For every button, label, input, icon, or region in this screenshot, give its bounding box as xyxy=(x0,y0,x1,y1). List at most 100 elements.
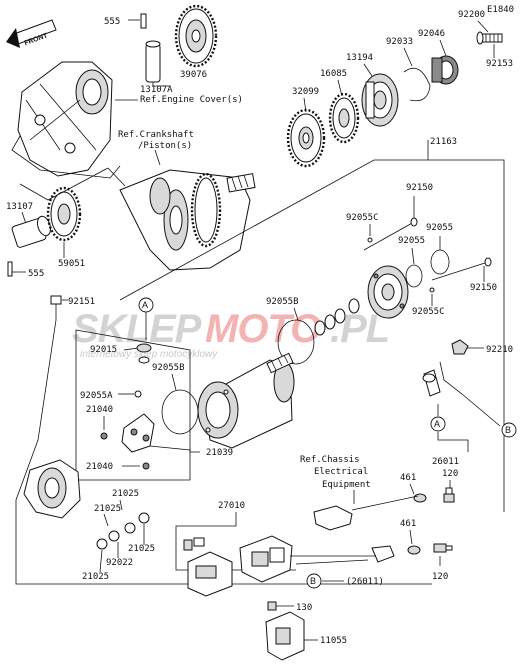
label-21025-a: 21025 xyxy=(112,489,139,499)
relay-cover xyxy=(187,551,233,597)
oring-92055C-top xyxy=(367,237,373,243)
label-92055B-top: 92055B xyxy=(266,297,299,307)
washer-set xyxy=(96,512,150,550)
battery-cable xyxy=(313,495,419,531)
fuse xyxy=(183,537,205,551)
label-92015: 92015 xyxy=(90,345,117,355)
shaft-13107A xyxy=(145,40,161,83)
front-indicator: FRONT xyxy=(6,19,57,48)
label-92200: 92200 xyxy=(458,10,485,20)
label-21040-b: 21040 xyxy=(86,462,113,472)
label-120-b: 120 xyxy=(432,572,448,582)
brush-21040-b xyxy=(142,462,150,470)
label-120-a: 120 xyxy=(442,469,458,479)
callout-a-top-label: A xyxy=(142,300,148,310)
washer-stack xyxy=(314,298,360,336)
ref-chassis-1: Ref.Chassis xyxy=(300,455,360,465)
oring-92055B-mid xyxy=(161,389,199,435)
label-16085: 16085 xyxy=(320,69,347,79)
callout-a-right-label: A xyxy=(434,419,440,429)
label-555-top: 555 xyxy=(104,17,120,27)
gear-59051 xyxy=(46,186,82,242)
label-92055C-right: 92055C xyxy=(412,307,445,317)
label-92046: 92046 xyxy=(418,29,445,39)
engine-cover xyxy=(11,61,121,179)
brush-holder xyxy=(121,413,155,453)
starter-relay xyxy=(239,535,293,583)
ref-engine-cover: Ref.Engine Cover(s) xyxy=(140,95,243,105)
label-21025-c: 21025 xyxy=(128,544,155,554)
lower-left-bracket xyxy=(15,319,432,585)
label-21039: 21039 xyxy=(206,448,233,458)
pin-555-bottom xyxy=(7,261,13,277)
label-92055A: 92055A xyxy=(80,391,113,401)
ref-chassis-2: Electrical xyxy=(314,467,368,477)
engine-mount-bottom xyxy=(23,459,81,519)
starter-cable xyxy=(422,361,501,427)
label-13194: 13194 xyxy=(346,53,373,63)
nut-92015 xyxy=(136,343,152,353)
label-461-a: 461 xyxy=(400,473,416,483)
washer-92015 xyxy=(138,356,150,364)
bolt-130 xyxy=(267,601,277,611)
long-bolt-92150-right xyxy=(431,257,492,281)
label-92055B-mid: 92055B xyxy=(152,363,185,373)
callout-b-right-label: B xyxy=(505,425,511,435)
gear-39076 xyxy=(174,4,218,68)
watermark-tagline: internetowy sklep motocyklowy xyxy=(80,349,218,360)
label-130: 130 xyxy=(296,603,312,613)
callout-b-bottom xyxy=(306,573,322,589)
ref-chassis-3: Equipment xyxy=(322,480,371,490)
callout-a-right xyxy=(430,416,446,432)
bolt-120-a xyxy=(443,487,455,503)
watermark: SKLEP MOTO .PL internetowy sklep motocyk… xyxy=(72,307,390,360)
oring-92055-a xyxy=(430,249,450,275)
oring-92055A xyxy=(134,390,142,398)
shaft-13107 xyxy=(11,215,51,248)
bolt-120-b xyxy=(433,543,453,553)
label-92150-right: 92150 xyxy=(470,283,497,293)
label-26011: 26011 xyxy=(432,457,459,467)
callout-b-right xyxy=(501,422,517,438)
label-27010: 27010 xyxy=(218,501,245,511)
label-92033: 92033 xyxy=(386,37,413,47)
nut-461-a xyxy=(413,493,427,503)
label-92055-b: 92055 xyxy=(398,236,425,246)
relay-starter-cable xyxy=(290,545,395,565)
label-92055C-top: 92055C xyxy=(346,213,379,223)
circlip-92033 xyxy=(403,67,431,102)
pin-555-top xyxy=(140,13,147,29)
starter-motor xyxy=(197,352,295,449)
label-32099: 32099 xyxy=(292,87,319,97)
brush-21040-a xyxy=(100,432,108,440)
bolt-92151 xyxy=(50,295,62,320)
bearing-92046 xyxy=(431,55,459,85)
watermark-brand-left: SKLEP xyxy=(72,307,202,351)
bolt-92200 xyxy=(476,31,503,45)
end-cover xyxy=(367,265,409,319)
label-26011-paren: (26011) xyxy=(346,577,384,587)
label-92022: 92022 xyxy=(106,558,133,568)
label-59051: 59051 xyxy=(58,259,85,269)
label-39076: 39076 xyxy=(180,70,207,80)
gear-16085 xyxy=(328,92,360,144)
label-92150-top: 92150 xyxy=(406,183,433,193)
label-92210: 92210 xyxy=(486,345,513,355)
label-21025-b: 21025 xyxy=(94,504,121,514)
label-21040-a: 21040 xyxy=(86,405,113,415)
label-13107: 13107 xyxy=(6,202,33,212)
callout-b-bottom-label: B xyxy=(310,576,316,586)
label-11055: 11055 xyxy=(320,636,347,646)
ref-crankshaft-2: /Piston(s) xyxy=(138,141,192,151)
oring-92055B-top xyxy=(277,319,315,365)
label-21025-d: 21025 xyxy=(82,572,109,582)
watermark-brand-right: MOTO xyxy=(205,307,321,351)
nut-461-b xyxy=(407,545,421,555)
label-92151: 92151 xyxy=(68,297,95,307)
bracket-11055 xyxy=(265,611,305,661)
brush-group-bracket xyxy=(75,329,191,481)
clutch-13194 xyxy=(361,73,399,127)
diagram-id: E1840 xyxy=(487,5,514,15)
crankshaft xyxy=(119,169,256,271)
